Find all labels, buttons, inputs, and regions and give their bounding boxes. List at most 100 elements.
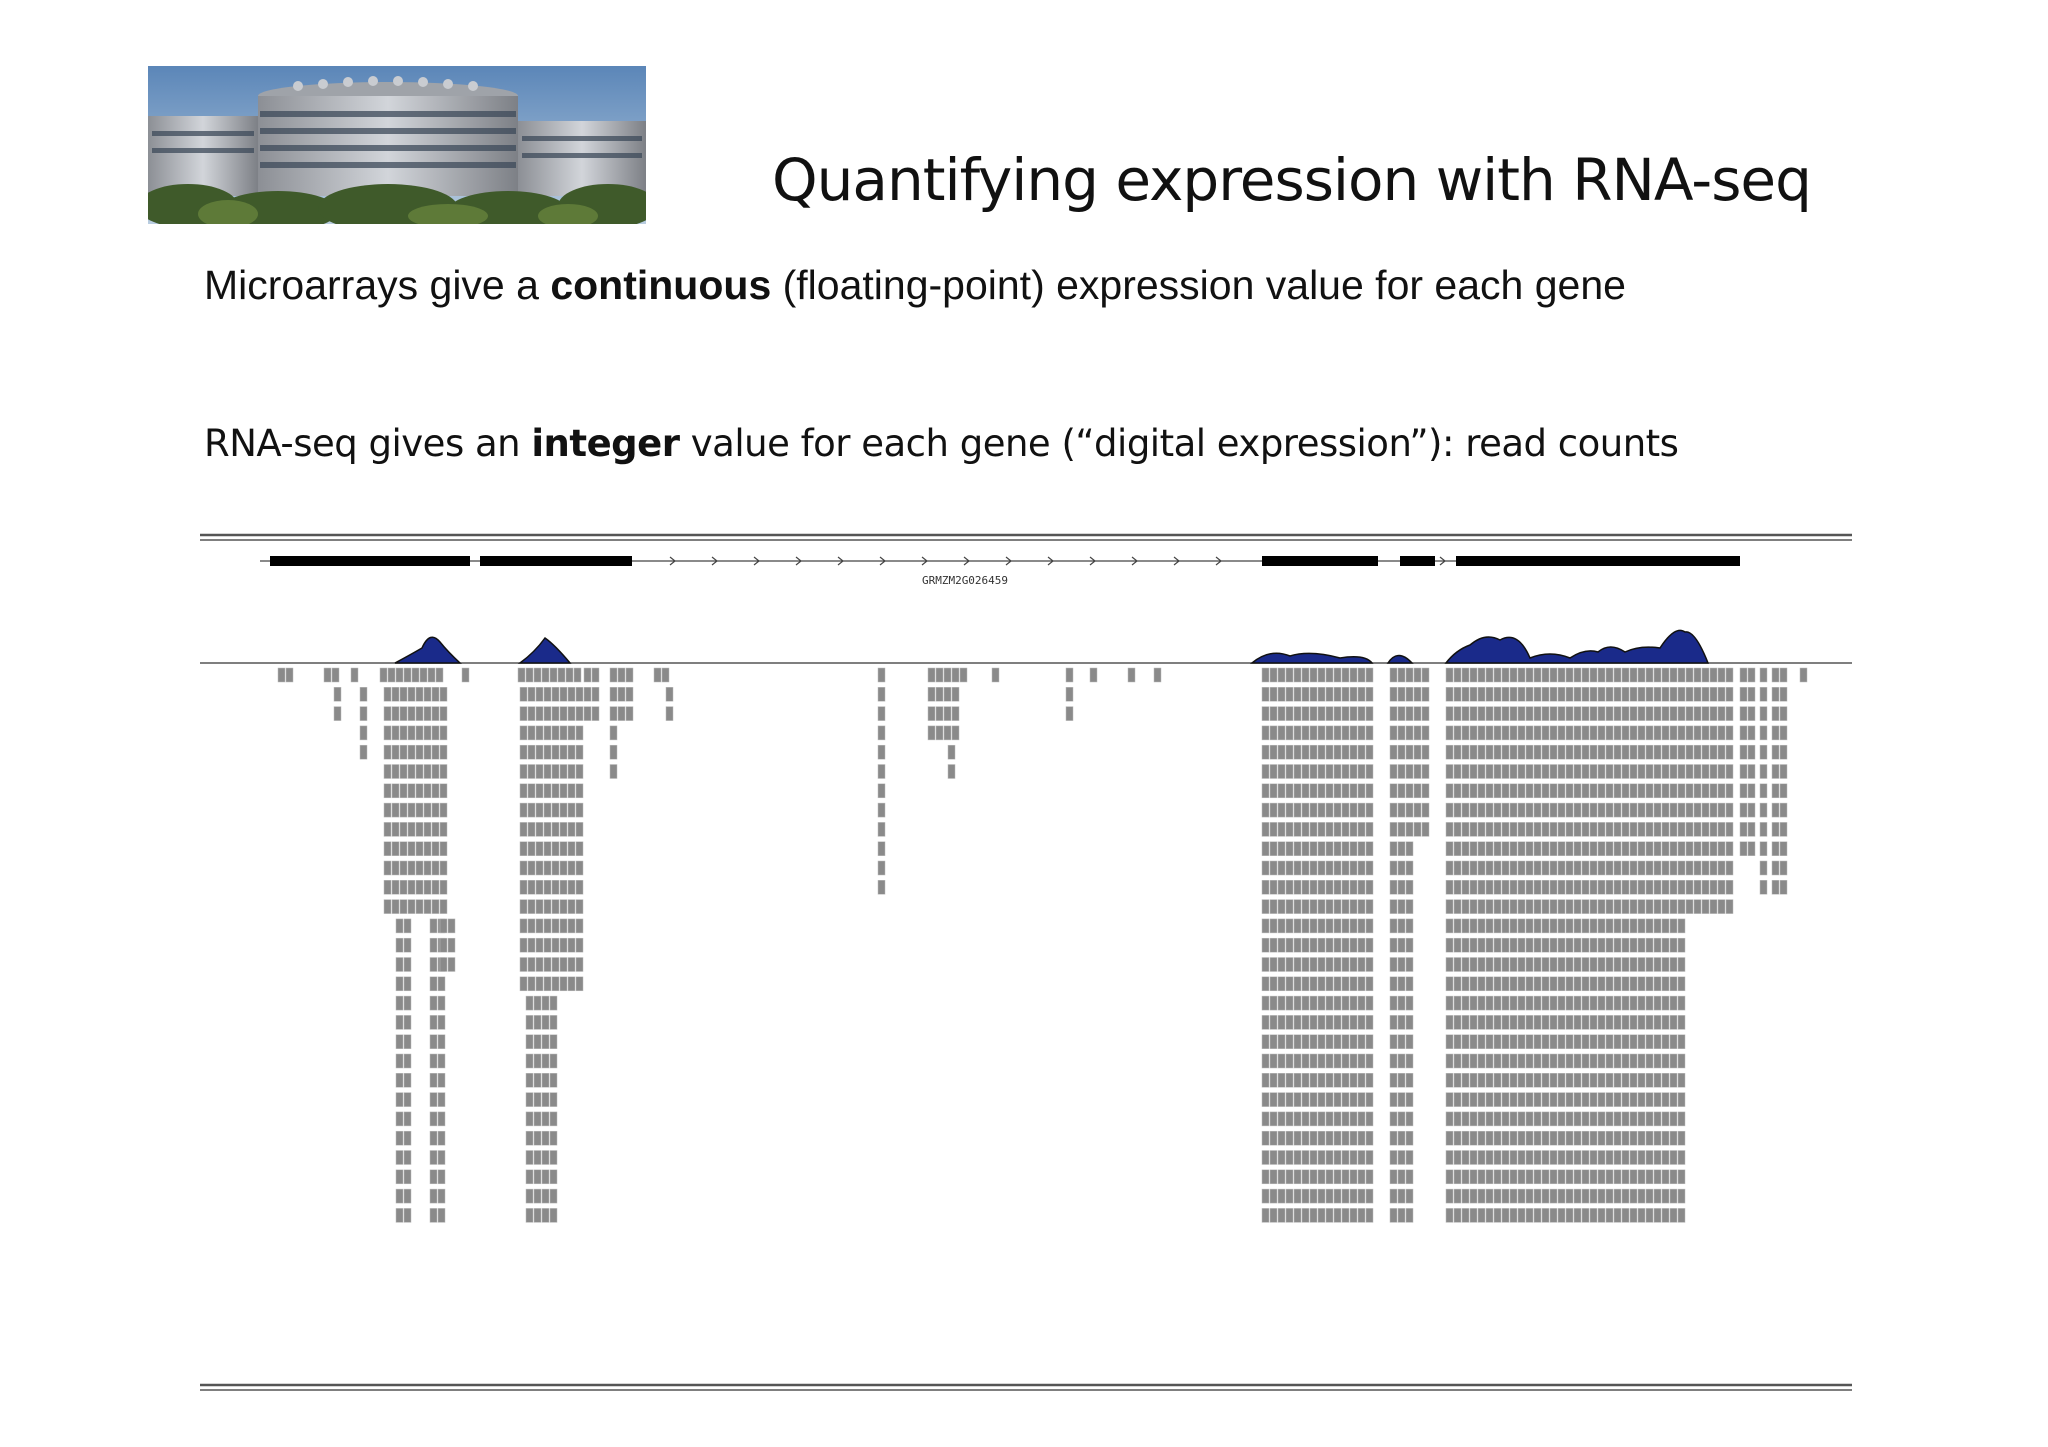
aligned-read (1413, 706, 1422, 721)
aligned-read (1469, 1111, 1478, 1127)
aligned-read (1605, 667, 1614, 683)
aligned-read (1461, 1053, 1470, 1069)
aligned-read (1485, 802, 1494, 818)
aligned-read (1277, 764, 1286, 779)
aligned-read (383, 899, 392, 914)
aligned-read (1349, 802, 1358, 818)
aligned-read (1549, 725, 1558, 741)
aligned-read (1461, 822, 1470, 837)
aligned-read (429, 1053, 438, 1069)
aligned-read (1493, 667, 1502, 683)
slide-title: Quantifying expression with RNA-seq (772, 146, 1812, 214)
aligned-read (1453, 957, 1462, 972)
aligned-read (1341, 880, 1350, 895)
aligned-read (1365, 822, 1374, 837)
aligned-read (1581, 880, 1590, 895)
aligned-read (1405, 687, 1414, 702)
aligned-read (1605, 1053, 1614, 1069)
aligned-read (1317, 1188, 1326, 1204)
aligned-read (1453, 880, 1462, 895)
aligned-read (1779, 687, 1788, 702)
aligned-read (1293, 1053, 1302, 1069)
aligned-read (1701, 880, 1710, 895)
aligned-read (1669, 1150, 1678, 1165)
aligned-read (1333, 976, 1342, 992)
aligned-read (1317, 1130, 1326, 1146)
gene-label: GRMZM2G026459 (922, 574, 1008, 587)
aligned-read (391, 899, 400, 914)
aligned-read (1285, 1150, 1294, 1165)
aligned-read (1605, 880, 1614, 895)
aligned-read (527, 880, 536, 895)
aligned-read (429, 918, 438, 934)
aligned-read (1589, 744, 1598, 760)
aligned-read (1333, 706, 1342, 721)
aligned-read (1317, 764, 1326, 779)
aligned-read (1349, 880, 1358, 895)
aligned-read (1469, 1169, 1478, 1185)
aligned-read (1717, 706, 1726, 721)
aligned-read (1309, 937, 1318, 953)
aligned-read (1717, 841, 1726, 856)
aligned-read (1293, 880, 1302, 895)
aligned-read (1301, 1169, 1310, 1185)
aligned-read (1493, 802, 1502, 818)
aligned-read (575, 744, 584, 760)
aligned-read (1677, 783, 1686, 799)
aligned-read (1709, 667, 1718, 683)
aligned-read (1461, 976, 1470, 992)
aligned-read (1317, 706, 1326, 721)
aligned-read (1153, 667, 1162, 683)
aligned-read (1127, 667, 1136, 683)
aligned-read (1589, 1015, 1598, 1030)
aligned-read (1549, 976, 1558, 992)
aligned-read (1541, 744, 1550, 760)
aligned-read (1557, 1015, 1566, 1030)
aligned-read (1771, 822, 1780, 837)
aligned-read (1621, 1034, 1630, 1049)
aligned-read (429, 1150, 438, 1165)
aligned-read (1645, 764, 1654, 779)
aligned-read (1549, 918, 1558, 934)
aligned-read (1747, 783, 1756, 799)
aligned-read (1341, 783, 1350, 799)
aligned-read (1317, 860, 1326, 876)
aligned-read (535, 918, 544, 934)
aligned-read (1365, 1092, 1374, 1107)
aligned-read (1557, 860, 1566, 876)
aligned-read (1605, 1130, 1614, 1146)
aligned-read (559, 725, 568, 741)
aligned-read (1453, 687, 1462, 702)
aligned-read (1717, 860, 1726, 876)
aligned-read (1549, 764, 1558, 779)
aligned-read (1645, 1208, 1654, 1223)
aligned-read (1261, 918, 1270, 934)
aligned-read (1685, 860, 1694, 876)
aligned-read (1461, 1130, 1470, 1146)
aligned-read (1089, 667, 1098, 683)
aligned-read (1525, 725, 1534, 741)
aligned-read (1389, 1015, 1398, 1030)
aligned-read (1645, 744, 1654, 760)
aligned-read (1541, 899, 1550, 914)
aligned-read (1629, 995, 1638, 1011)
aligned-read (1293, 995, 1302, 1011)
aligned-read (407, 744, 416, 760)
aligned-read (1357, 937, 1366, 953)
aligned-read (407, 841, 416, 856)
aligned-read (541, 1015, 550, 1030)
aligned-read (1517, 1130, 1526, 1146)
aligned-read (1341, 822, 1350, 837)
aligned-read (877, 725, 886, 741)
aligned-read (1445, 918, 1454, 934)
aligned-read (1557, 667, 1566, 683)
aligned-read (1541, 1111, 1550, 1127)
aligned-read (395, 1150, 404, 1165)
aligned-read (1779, 725, 1788, 741)
aligned-read (403, 1053, 412, 1069)
aligned-read (1589, 995, 1598, 1011)
aligned-read (1341, 706, 1350, 721)
aligned-read (1541, 1169, 1550, 1185)
aligned-read (1317, 899, 1326, 914)
aligned-read (943, 725, 952, 741)
